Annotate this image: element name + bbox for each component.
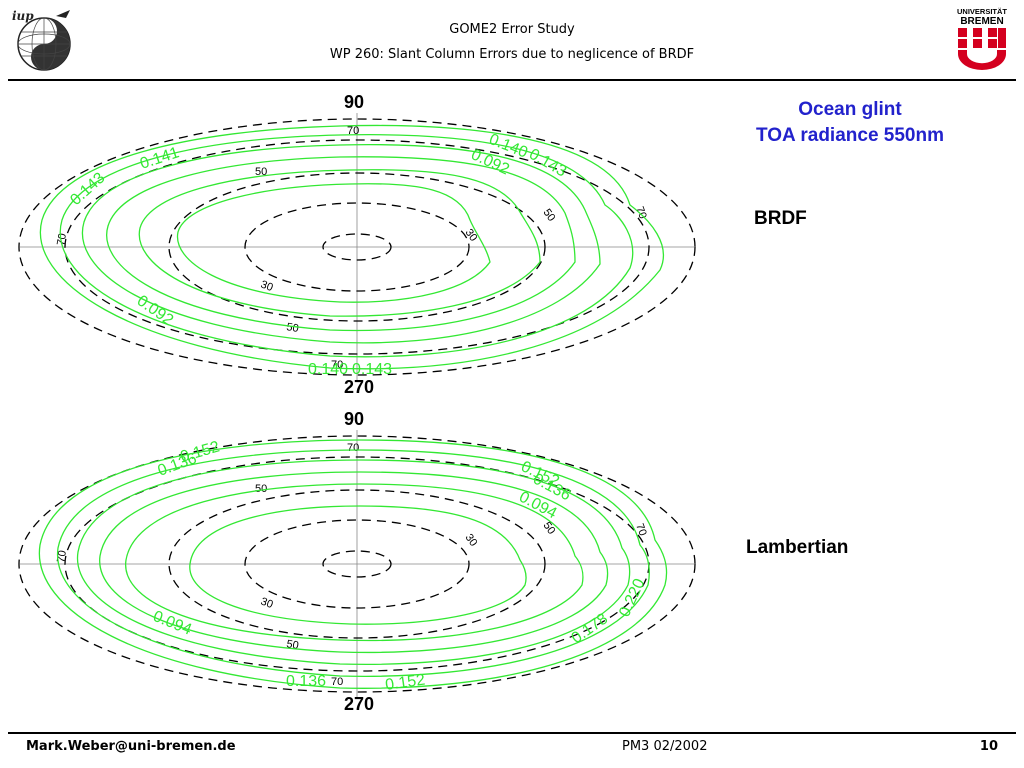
brdf-zenith-50 (168, 172, 546, 322)
brdf-zenith-tick-70-top: 70 (347, 125, 359, 137)
lambertian-contour-094 (189, 505, 527, 625)
lambertian-contour-220 (56, 449, 650, 677)
brdf-zenith-30 (244, 202, 470, 292)
brdf-zenith-tick-50-bottom: 50 (285, 321, 299, 335)
lambertian-zenith-tick-30-bottom: 30 (259, 596, 275, 611)
brdf-label: BRDF (754, 208, 807, 229)
lambertian-contour-178 (76, 459, 631, 666)
lambertian-contour-outer (38, 439, 668, 689)
brdf-contour-outer (39, 124, 665, 370)
uni-bremen-logo: UNIVERSITÄT BREMEN (952, 6, 1012, 70)
lambertian-outer-boundary (18, 435, 696, 693)
lambertian-contour-label-8: 0.220 (616, 576, 648, 620)
lambertian-zenith-tick-50-top: 50 (255, 483, 267, 495)
lambertian-contour-label-2: 0.152 (178, 438, 221, 465)
lambertian-zenith-50 (168, 489, 546, 639)
lambertian-zenith-tick-70-left: 70 (55, 549, 69, 563)
brdf-contour-092 (138, 169, 541, 317)
header-title: GOME2 Error Study (449, 22, 575, 37)
lambertian-contour-152 (99, 471, 609, 654)
brdf-zenith-circles (18, 118, 696, 376)
lambertian-contours (38, 439, 668, 689)
brdf-contours (39, 124, 665, 370)
brdf-zenith-tick-70-right: 70 (633, 205, 648, 221)
lambertian-zenith-tick-30-right: 30 (463, 532, 480, 549)
brdf-chart: 90 270 70 50 30 50 70 70 30 50 70 0.143 … (18, 92, 696, 397)
lambertian-contour-labels: 0.136 0.152 0.152 0.136 0.094 0.094 0.17… (151, 438, 649, 694)
footer-email: Mark.Weber@uni-bremen.de (26, 739, 236, 754)
lambertian-contour-136 (125, 483, 584, 642)
iup-logo-text: iup (12, 9, 34, 23)
brdf-zenith-70 (64, 139, 650, 355)
lambertian-label: Lambertian (746, 537, 849, 558)
brdf-outer-boundary (18, 118, 696, 376)
brdf-zenith-tick-30-bottom: 30 (259, 279, 275, 294)
brdf-zenith-tick-50-top: 50 (255, 166, 267, 178)
brdf-zenith-tick-30-right: 30 (463, 227, 480, 244)
brdf-zenith-tick-70-left: 70 (55, 232, 69, 246)
logo-line1: UNIVERSITÄT (957, 7, 1007, 16)
brdf-axis-label-top: 90 (344, 92, 364, 112)
brdf-zenith-10 (322, 233, 392, 261)
footer-date: PM3 02/2002 (622, 739, 708, 754)
lambertian-zenith-tick-70-right: 70 (633, 522, 648, 538)
brdf-contour-label-4: 0.143 (526, 146, 569, 181)
header-subtitle: WP 260: Slant Column Errors due to negli… (329, 47, 695, 62)
lambertian-zenith-tick-70-bottom: 70 (331, 676, 343, 688)
iup-logo: iup (8, 6, 80, 74)
lambertian-contour-label-10: 0.152 (384, 672, 426, 694)
brdf-contour-label-6: 0.092 (134, 292, 177, 329)
lambertian-axis-label-bottom: 270 (344, 694, 374, 714)
lambertian-zenith-tick-50-right: 50 (541, 520, 558, 537)
lambertian-zenith-tick-50-bottom: 50 (285, 638, 299, 652)
header-rule (8, 79, 1016, 81)
lambertian-zenith-30 (244, 519, 470, 609)
annotation-line1: Ocean glint (798, 99, 902, 120)
brdf-contour-inner (176, 183, 491, 303)
brdf-axis-label-bottom: 270 (344, 377, 374, 397)
logo-line2: BREMEN (960, 16, 1003, 27)
brdf-contour-140 (106, 156, 576, 332)
footer-rule (8, 732, 1016, 734)
lambertian-zenith-tick-70-top: 70 (347, 442, 359, 454)
lambertian-contour-label-9: 0.136 (286, 673, 326, 690)
brdf-contour-label-8: 0.143 (352, 361, 392, 378)
annotation-line2: TOA radiance 550nm (756, 125, 944, 146)
brdf-contour-label-1: 0.143 (67, 169, 108, 208)
lambertian-contour-label-6: 0.094 (151, 608, 195, 639)
footer-page-number: 10 (979, 739, 998, 754)
lambertian-axis-label-top: 90 (344, 409, 364, 429)
lambertian-zenith-10 (322, 550, 392, 578)
brdf-contour-141 (81, 144, 601, 344)
lambertian-chart: 90 270 70 50 30 50 70 70 30 50 70 0.136 … (18, 409, 696, 714)
brdf-contour-143-a (59, 134, 634, 358)
brdf-contour-label-7: 0.140 (308, 361, 348, 378)
brdf-zenith-tick-50-right: 50 (541, 207, 558, 224)
